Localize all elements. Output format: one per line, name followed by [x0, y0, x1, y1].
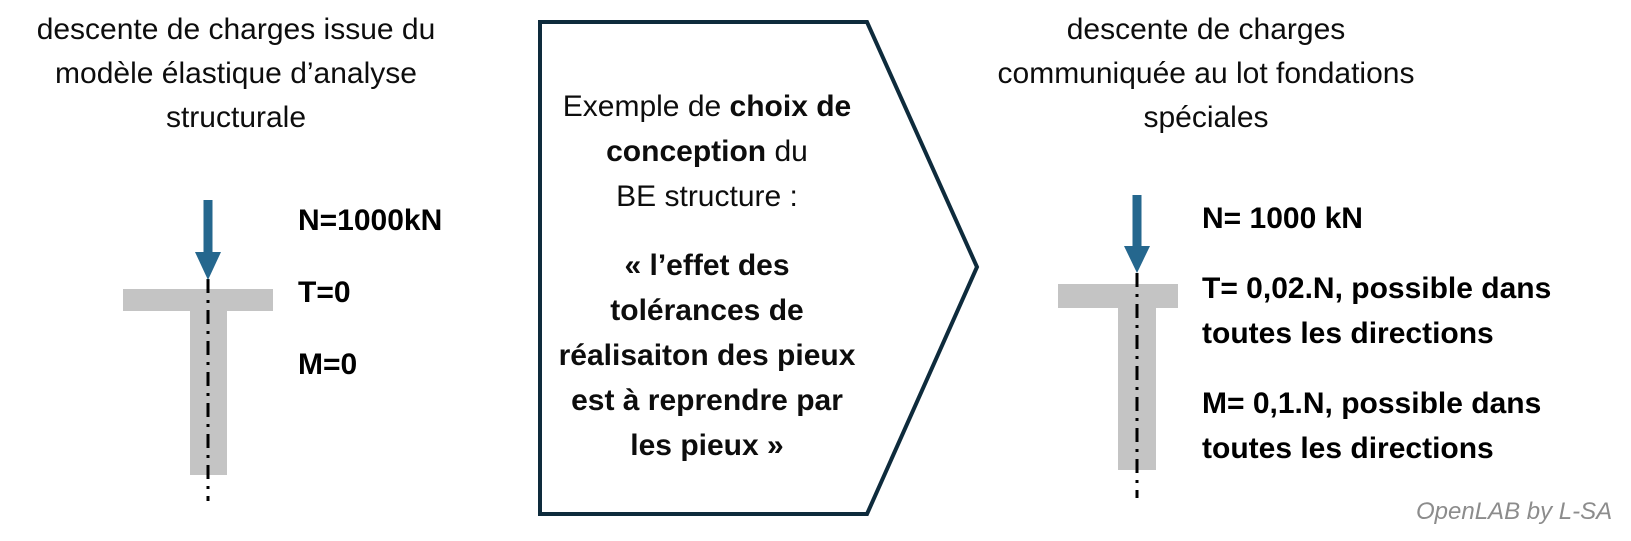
callout-intro-regular-1: Exemple de [562, 90, 730, 123]
left-load-t: T=0 [298, 276, 351, 309]
callout-intro-text: Exemple de choix de conception du BE str… [542, 84, 872, 219]
left-load-m: M=0 [298, 348, 358, 381]
right-pile-figure [1058, 195, 1178, 498]
callout-quote-text: « l’effet des tolérances de réalisaiton … [558, 249, 856, 462]
left-load-n: N=1000kN [298, 204, 443, 237]
callout-intro-line3: BE structure : [616, 180, 798, 213]
right-load-t: T= 0,02.N, possible dans toutes les dire… [1202, 272, 1552, 350]
callout-intro-regular-2: du [766, 135, 808, 168]
left-diagram-title: descente de charges issue du modèle élas… [36, 13, 436, 134]
callout-intro-bold-1: choix de [729, 90, 852, 123]
callout-intro-line2: conception du [542, 129, 872, 174]
right-load-n: N= 1000 kN [1202, 202, 1363, 235]
watermark-logo-text: OpenLAB by L-SA [1416, 498, 1613, 525]
callout-intro-line1: Exemple de choix de [542, 84, 872, 129]
down-arrow-icon [1124, 195, 1150, 273]
callout-intro-bold-2: conception [606, 135, 767, 168]
left-pile-figure [123, 200, 273, 501]
design-choice-callout [538, 20, 980, 516]
right-load-m: M= 0,1.N, possible dans toutes les direc… [1202, 387, 1542, 465]
callout-pentagon-outline [538, 20, 980, 516]
down-arrow-icon [195, 200, 221, 280]
right-diagram-title: descente de charges communiquée au lot f… [997, 13, 1415, 134]
